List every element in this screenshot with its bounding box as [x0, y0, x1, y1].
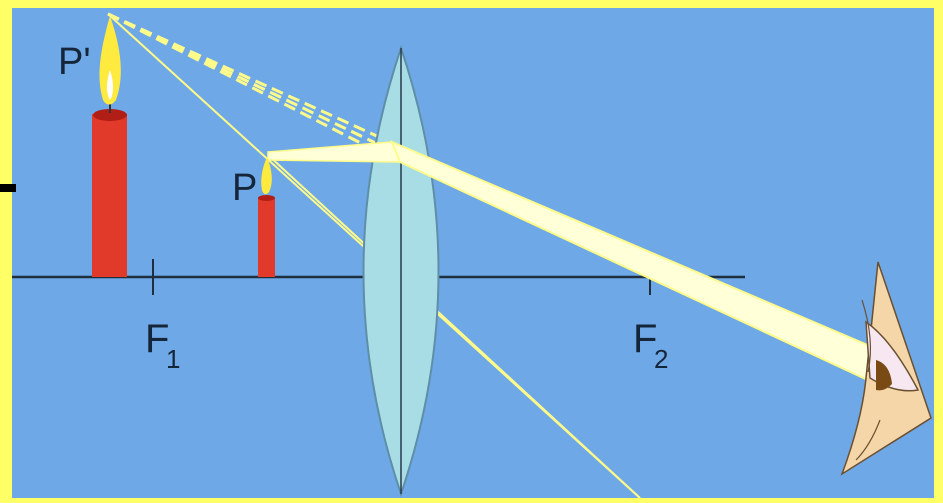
image-flame-core	[107, 70, 113, 100]
eye-crease	[855, 419, 881, 461]
image-candle-top	[93, 109, 127, 121]
object-point-label: P	[232, 167, 257, 209]
eye-lid-line	[861, 299, 872, 373]
image-flame-icon	[99, 16, 121, 105]
image-point-label: P'	[58, 41, 91, 83]
eye-iris	[876, 360, 892, 391]
virtual-ray-3	[107, 12, 391, 160]
object-candle-body	[258, 198, 275, 277]
virtual-ray-2	[107, 12, 391, 152]
focus-2-subscript: 2	[654, 344, 668, 374]
diagram-background	[12, 8, 934, 498]
object-candle-top	[258, 195, 275, 201]
focus-2-label: F	[633, 317, 657, 361]
candle-icon	[258, 157, 275, 277]
candle-icon	[92, 16, 127, 277]
focus-1-subscript: 1	[166, 344, 180, 374]
edge-marker	[0, 184, 16, 192]
central-ray-object	[267, 154, 641, 499]
object-flame-icon	[261, 157, 272, 195]
focus-1-label: F	[145, 317, 169, 361]
image-candle-body	[92, 114, 127, 277]
virtual-ray-1	[107, 12, 391, 144]
eye-icon	[840, 261, 932, 476]
